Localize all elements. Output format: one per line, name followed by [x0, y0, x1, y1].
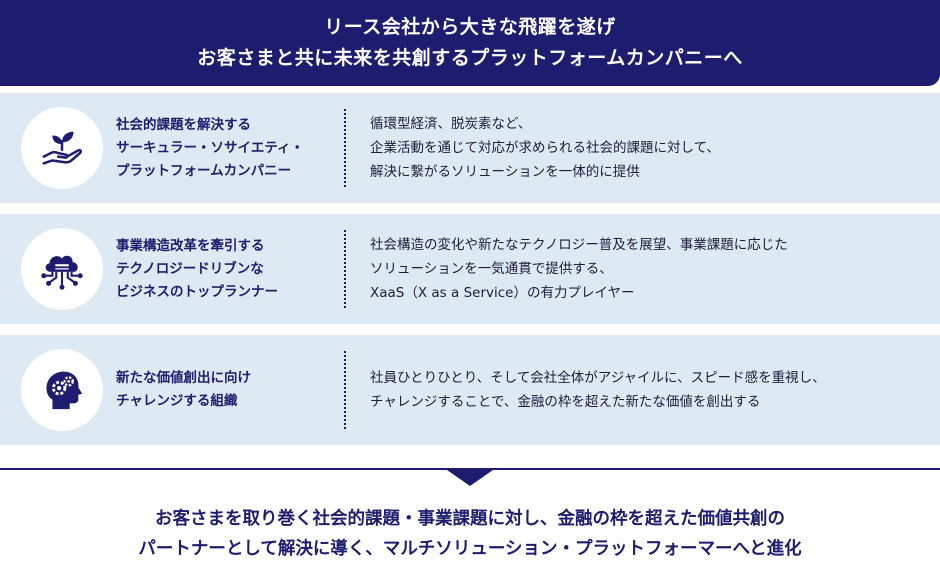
footer-conclusion: お客さまを取り巻く社会的課題・事業課題に対し、金融の枠を超えた価値共創の パート… [0, 504, 940, 564]
row-description: 社会構造の変化や新たなテクノロジー普及を展望、事業課題に応じた ソリューションを… [370, 214, 935, 324]
row-desc-line: 企業活動を通じて対応が求められる社会的課題に対して、 [370, 140, 720, 156]
header-line-1: リース会社から大きな飛躍を遂げ [324, 16, 616, 38]
row-desc-line: 循環型経済、脱炭素など、 [370, 116, 532, 132]
row-title: 社会的課題を解決する サーキュラー・ソサイエティ・ プラットフォームカンパニー [116, 93, 336, 203]
icon-circle [21, 107, 103, 189]
row-desc-line: 解決に繋がるソリューションを一体的に提供 [370, 164, 640, 180]
row-description: 社員ひとりひとり、そして会社全体がアジャイルに、スピード感を重視し、 チャレンジ… [370, 335, 935, 445]
row-desc-line: ソリューションを一気通貫で提供する、 [370, 261, 613, 277]
row-desc-line: 社員ひとりひとり、そして会社全体がアジャイルに、スピード感を重視し、 [370, 370, 826, 386]
feature-row-challenging-organization: 新たな価値創出に向け チャレンジする組織 社員ひとりひとり、そして会社全体がアジ… [0, 335, 940, 445]
row-desc-line: XaaS（X as a Service）の有力プレイヤー [370, 285, 635, 301]
footer-line-2: パートナーとして解決に導く、マルチソリューション・プラットフォーマーへと進化 [138, 539, 802, 559]
header-line-2: お客さまと共に未来を共創するプラットフォームカンパニーへ [197, 47, 743, 69]
feature-row-technology-driven: 事業構造改革を牽引する テクノロジードリブンな ビジネスのトップランナー 社会構… [0, 214, 940, 324]
row-title-line: テクノロジードリブンな [116, 260, 264, 277]
separator-line [0, 468, 940, 470]
footer-line-1: お客さまを取り巻く社会的課題・事業課題に対し、金融の枠を超えた価値共創の [155, 509, 785, 529]
row-title-line: チャレンジする組織 [116, 393, 238, 409]
row-title: 新たな価値創出に向け チャレンジする組織 [116, 335, 336, 445]
row-title-line: サーキュラー・ソサイエティ・ [116, 139, 305, 156]
icon-circle [21, 349, 103, 431]
hand-plant-icon [42, 131, 83, 165]
dotted-divider [344, 351, 346, 429]
cloud-network-icon [41, 255, 83, 290]
row-desc-line: チャレンジすることで、金融の枠を超えた新たな価値を創出する [370, 394, 761, 410]
row-desc-line: 社会構造の変化や新たなテクノロジー普及を展望、事業課題に応じた [370, 237, 788, 253]
dotted-divider [344, 109, 346, 187]
row-title: 事業構造改革を牽引する テクノロジードリブンな ビジネスのトップランナー [116, 214, 336, 324]
row-title-line: 事業構造改革を牽引する [116, 237, 265, 254]
row-title-line: 社会的課題を解決する [116, 116, 251, 133]
row-title-line: 新たな価値創出に向け [116, 370, 251, 386]
row-title-line: プラットフォームカンパニー [116, 162, 292, 179]
feature-row-circular-society: 社会的課題を解決する サーキュラー・ソサイエティ・ プラットフォームカンパニー … [0, 93, 940, 203]
dotted-divider [344, 230, 346, 308]
row-title-line: ビジネスのトップランナー [116, 283, 278, 300]
down-arrow-icon [447, 470, 493, 486]
head-gears-icon [46, 371, 83, 410]
row-description: 循環型経済、脱炭素など、 企業活動を通じて対応が求められる社会的課題に対して、 … [370, 93, 935, 203]
icon-circle [21, 228, 103, 310]
header-banner: リース会社から大きな飛躍を遂げ お客さまと共に未来を共創するプラットフォームカン… [0, 0, 940, 86]
